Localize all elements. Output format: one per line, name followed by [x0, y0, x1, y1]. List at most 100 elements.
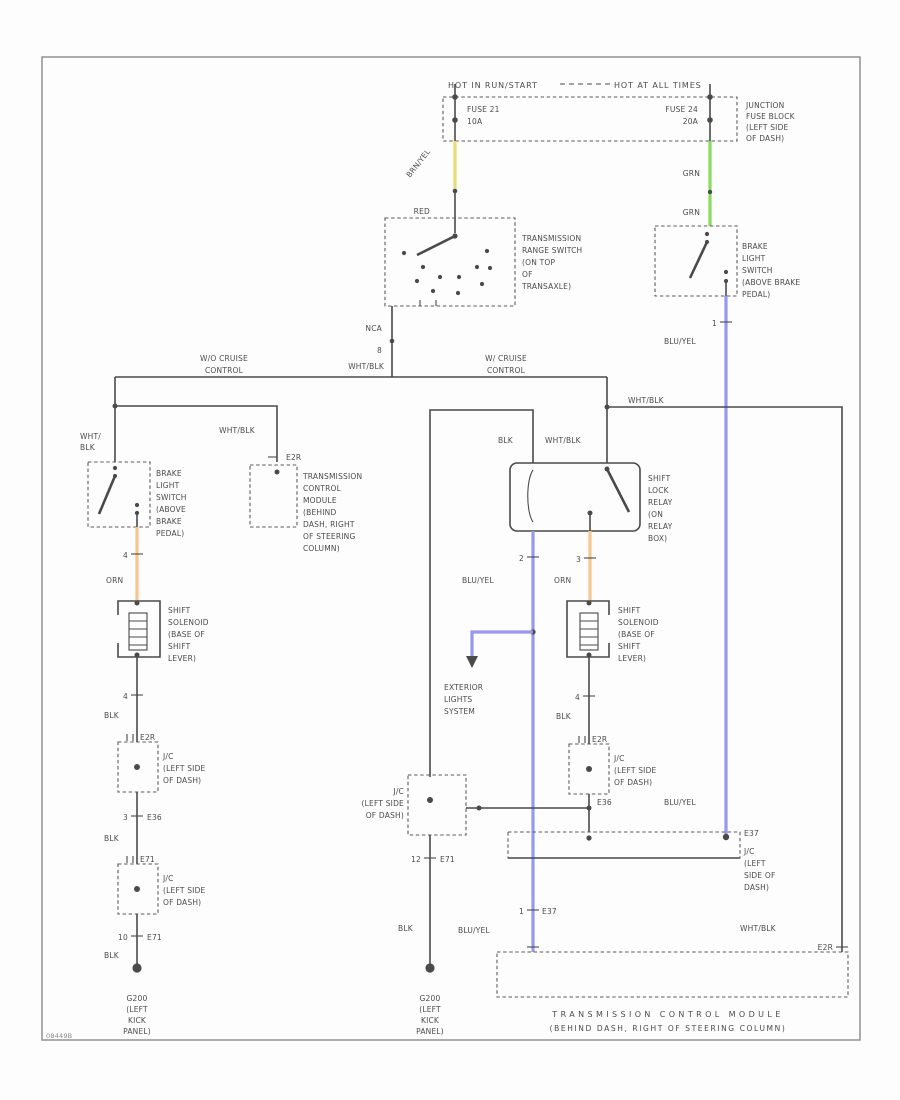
jc-right-connector: E2R — [592, 735, 607, 744]
bsl-label-2: LIGHT — [156, 481, 180, 490]
fuse21-name: FUSE 21 — [467, 105, 500, 114]
jc-left2-label-3: OF DASH) — [163, 898, 201, 907]
jc-mid-out-wire-label: BLK — [398, 924, 414, 933]
jc-bottom: E36 BLU/YEL E37 J/C (LEFT SIDE OF DASH) … — [458, 798, 775, 948]
jc-right-label-3: OF DASH) — [614, 778, 652, 787]
shift-lock-relay: WHT/BLK BLK WHT/BLK SHIFT LOCK RELAY (ON… — [429, 377, 843, 952]
jc-bottom-out-pin: 1 — [519, 907, 524, 916]
fuse-block-box — [442, 96, 738, 142]
tcm-small-label-4: (BEHIND — [303, 508, 336, 517]
jc-mid-box — [407, 774, 467, 836]
ground-left-label-4: PANEL) — [123, 1027, 151, 1036]
range-switch-label-4: OF — [522, 270, 533, 279]
junction-fuse-block: HOT IN RUN/START HOT AT ALL TIMES FUSE 2… — [442, 81, 795, 143]
wire-red-label: RED — [414, 207, 430, 216]
ssl-label-4: SHIFT — [168, 642, 191, 651]
tcm-main-box — [496, 951, 849, 998]
ssr-label-2: SOLENOID — [618, 618, 659, 627]
relay-label-3: RELAY — [648, 498, 673, 507]
solenoid-left-frame — [117, 600, 161, 658]
mid-wire-color: WHT/BLK — [219, 426, 256, 435]
relay-out-left-pin: 2 — [519, 554, 524, 563]
jc-left2-label-1: J/C — [162, 874, 174, 883]
left-power-feed: BRN/YEL RED — [404, 141, 458, 218]
tcm-small-connector: E2R — [286, 453, 301, 462]
bsr-label-1: BRAKE — [742, 242, 768, 251]
jc-bottom-label-1: J/C — [743, 847, 755, 856]
bsl-pin: 4 — [123, 551, 128, 560]
bsr-label-5: PEDAL) — [742, 290, 770, 299]
hot-left-label: HOT IN RUN/START — [448, 81, 538, 90]
bus-right-wire-label: WHT/BLK — [628, 396, 665, 405]
wire-grn-label-2: GRN — [683, 208, 700, 217]
relay-in-left-label: BLK — [498, 436, 514, 445]
tcm-small-label-7: COLUMN) — [303, 544, 340, 553]
jc-bottom-right-connector: E37 — [744, 829, 759, 838]
range-switch-label-1: TRANSMISSION — [521, 234, 581, 243]
tcm-small-label-3: MODULE — [303, 496, 337, 505]
range-switch-output-pin: 8 — [377, 346, 382, 355]
jc-left2-label-2: (LEFT SIDE — [163, 886, 206, 895]
tcm-small-label-1: TRANSMISSION — [302, 472, 362, 481]
jc-mid-out-pin: 12 — [411, 855, 421, 864]
jc-left1-splice — [134, 764, 140, 770]
transmission-range-switch: TRANSMISSION RANGE SWITCH (ON TOP OF TRA… — [348, 217, 582, 377]
exterior-label-2: LIGHTS — [444, 695, 472, 704]
fuse21-rating: 10A — [467, 117, 483, 126]
tcm-small-feed-wire — [115, 405, 278, 462]
range-switch-output-splice — [389, 338, 395, 344]
jc-left1-label-3: OF DASH) — [163, 776, 201, 785]
fuse-block-label-3: (LEFT SIDE — [746, 123, 789, 132]
wire-grn-label-1: GRN — [683, 169, 700, 178]
jc-left1-out-wire-label: BLK — [104, 834, 120, 843]
ssr-pin: 4 — [575, 693, 580, 702]
jc-mid-label-1: J/C — [392, 787, 404, 796]
wire-nca-label: NCA — [365, 324, 382, 333]
jc-left2-connector: E71 — [140, 855, 155, 864]
jc-bottom-in-connector: E36 — [597, 798, 612, 807]
jc-mid-label-2: (LEFT SIDE — [362, 799, 405, 808]
brake-light-switch-left: BRAKE LIGHT SWITCH (ABOVE BRAKE PEDAL) 4… — [87, 461, 186, 601]
relay-in-right-label: WHT/BLK — [545, 436, 582, 445]
tcm-small: E2R TRANSMISSION CONTROL MODULE (BEHIND … — [249, 453, 362, 553]
ssl-label-3: (BASE OF — [168, 630, 205, 639]
ground-mid-label-1: G200 — [420, 994, 441, 1003]
relay-out-left-wire-label: BLU/YEL — [462, 576, 494, 585]
solenoid-right-frame — [566, 600, 610, 658]
exterior-branch-wire — [470, 630, 533, 656]
bus-right-tag-1: W/ CRUISE — [485, 354, 527, 363]
tcm-main-label-2: (BEHIND DASH, RIGHT OF STEERING COLUMN) — [550, 1024, 787, 1033]
jc-left2-out-connector: E71 — [147, 933, 162, 942]
relay-label-4: (ON — [648, 510, 663, 519]
tcm-small-label-6: OF STEERING — [303, 532, 355, 541]
relay-coil — [527, 469, 534, 523]
shift-solenoid-right: SHIFT SOLENOID (BASE OF SHIFT LEVER) 4 B… — [556, 600, 659, 744]
ssl-label-5: LEVER) — [168, 654, 196, 663]
jc-left1-connector: E2R — [140, 733, 155, 742]
brake-switch-right-box — [654, 225, 738, 297]
bsr-label-4: (ABOVE BRAKE — [742, 278, 800, 287]
jc-mid: J/C (LEFT SIDE OF DASH) 12 E71 BLK — [362, 774, 592, 964]
ssl-wire-label: BLK — [104, 711, 120, 720]
wire-blu-yel-right-label: BLU/YEL — [664, 337, 696, 346]
range-switch-label-5: TRANSAXLE) — [521, 282, 571, 291]
bus-right-tag-2: CONTROL — [487, 366, 526, 375]
brake-light-switch-right: BRAKE LIGHT SWITCH (ABOVE BRAKE PEDAL) 1… — [654, 225, 800, 834]
ssr-label-4: SHIFT — [618, 642, 641, 651]
jc-left2: E71 J/C (LEFT SIDE OF DASH) 10 E71 BLK — [104, 855, 206, 964]
jc-left2-out-wire-label: BLK — [104, 951, 120, 960]
jc-right-splice — [586, 766, 592, 772]
jc-bottom-label-4: DASH) — [744, 883, 769, 892]
diagram-border — [41, 56, 861, 1041]
wht-blk-to-tcm-wire — [607, 406, 843, 952]
tcm-small-terminal — [274, 469, 280, 475]
range-switch-arm — [416, 234, 456, 257]
ssr-wire-label: BLK — [556, 712, 572, 721]
left-branch: WHT/ BLK WHT/BLK — [80, 377, 278, 462]
left-wire-color-2: BLK — [80, 443, 96, 452]
jc-mid-splice — [427, 797, 433, 803]
fuse24-rating: 20A — [683, 117, 699, 126]
relay-label-5: RELAY — [648, 522, 673, 531]
ssr-label-5: LEVER) — [618, 654, 646, 663]
ground-left-label-1: G200 — [127, 994, 148, 1003]
